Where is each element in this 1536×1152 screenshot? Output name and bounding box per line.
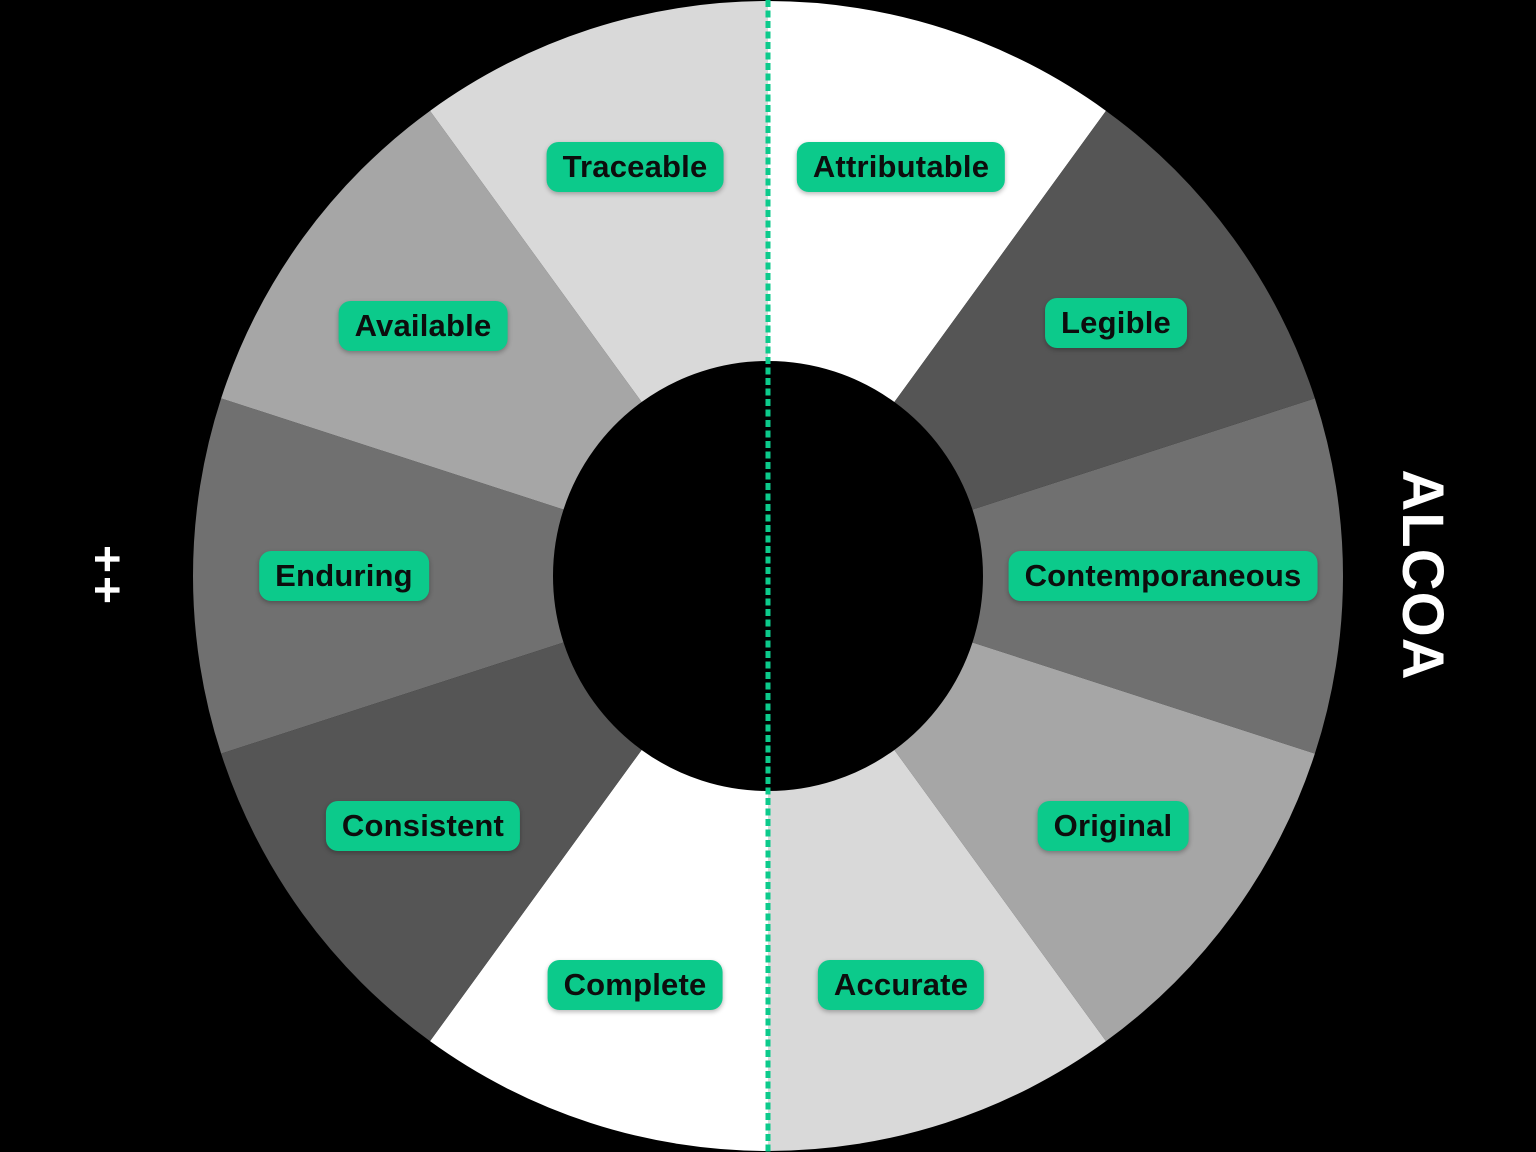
segment-label-original: Original — [1037, 801, 1189, 851]
segment-label-traceable: Traceable — [546, 142, 724, 192]
segment-label-legible: Legible — [1045, 298, 1187, 348]
segment-label-accurate: Accurate — [817, 960, 985, 1010]
wheel-segment-accurate — [768, 749, 1106, 1151]
wheel-segment-attributable — [768, 1, 1106, 403]
wheel-segment-complete — [430, 749, 768, 1151]
segment-label-available: Available — [338, 301, 508, 351]
segment-label-consistent: Consistent — [325, 801, 521, 851]
segment-label-attributable: Attributable — [796, 142, 1006, 192]
wheel-segment-traceable — [430, 1, 768, 403]
segment-label-enduring: Enduring — [259, 551, 429, 601]
alcoa-side-label: ALCOA — [1390, 469, 1455, 681]
segment-label-contemporaneous: Contemporaneous — [1008, 551, 1318, 601]
plus-plus-side-label: ++ — [80, 544, 133, 608]
segment-label-complete: Complete — [547, 960, 723, 1010]
